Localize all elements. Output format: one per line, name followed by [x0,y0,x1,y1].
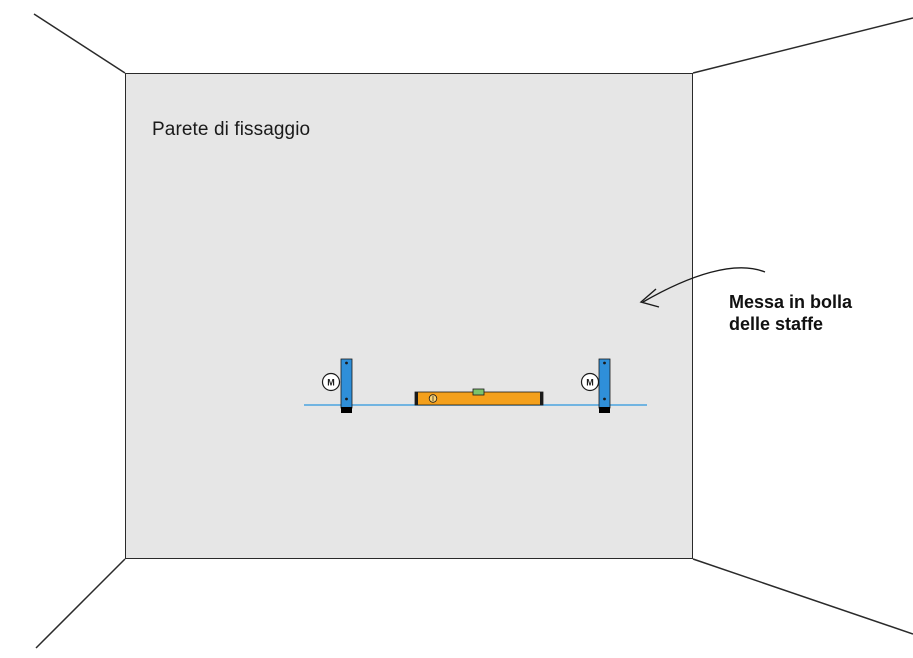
spirit-level-end-left [415,392,418,405]
spirit-level-end-right [540,392,543,405]
bracket-left-marker [321,372,341,392]
corner-line-top-left [33,13,126,74]
bracket-left-marker-label: M [327,378,335,388]
spirit-level-icon [414,388,544,406]
callout-text: Messa in bolla delle staffe [729,291,852,335]
bracket-right-marker-label: M [586,378,594,388]
wall-label: Parete di fissaggio [152,119,311,140]
bracket-right-foot [599,407,610,413]
bracket-left-body [340,358,353,409]
bracket-left-foot [341,407,352,413]
bracket-left: M [321,358,353,413]
bracket-right: M [580,358,611,413]
mounting-wall [125,73,693,559]
corner-line-bottom-right [692,558,913,635]
curved-arrow-icon [639,267,766,308]
corner-line-bottom-left [35,558,126,649]
corner-line-top-right [692,17,913,74]
callout-line-1: Messa in bolla [729,292,853,312]
bracket-right-body [598,358,611,409]
callout-line-2: delle staffe [729,314,824,334]
bracket-right-marker [580,372,600,392]
spirit-level-bubble [472,388,485,396]
